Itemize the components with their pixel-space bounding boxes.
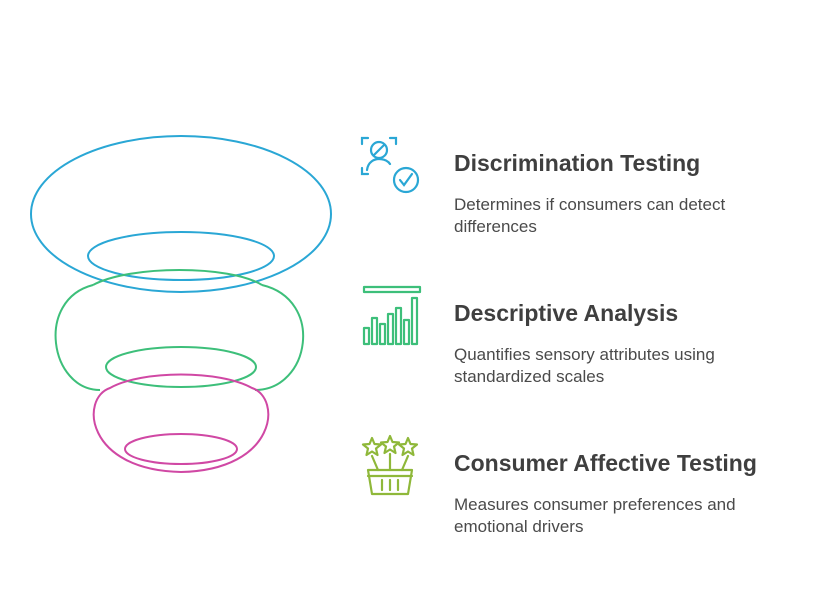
- funnel-diagram: [30, 135, 332, 474]
- funnel-tier-inner-ring: [87, 231, 275, 281]
- bar-chart-icon: [362, 285, 422, 346]
- person-check-icon: [360, 136, 420, 194]
- step-discrimination-testing: Discrimination Testing Determines if con…: [358, 134, 798, 244]
- step-description: Quantifies sensory attributes using stan…: [454, 345, 715, 386]
- funnel-tier-outer-ring: [30, 135, 332, 293]
- step-title: Descriptive Analysis: [454, 300, 679, 326]
- funnel-tier-descriptive: [54, 269, 305, 391]
- step-title: Discrimination Testing: [454, 150, 701, 176]
- star-basket-icon: [361, 434, 419, 496]
- funnel-tier-inner-ring: [105, 346, 257, 388]
- funnel-tier-discrimination: [30, 135, 332, 293]
- step-title: Consumer Affective Testing: [454, 450, 757, 476]
- step-description: Measures consumer preferences and emotio…: [454, 495, 736, 536]
- step-description: Determines if consumers can detect diffe…: [454, 195, 726, 236]
- funnel-tier-outer-ring: [54, 269, 305, 391]
- step-descriptive-analysis: Descriptive Analysis Quantifies sensory …: [358, 284, 798, 394]
- funnel-tier-outer-ring: [92, 373, 270, 474]
- funnel-tier-inner-ring: [124, 433, 238, 465]
- funnel-tier-affective: [92, 373, 270, 474]
- step-consumer-affective-testing: Consumer Affective Testing Measures cons…: [358, 434, 798, 544]
